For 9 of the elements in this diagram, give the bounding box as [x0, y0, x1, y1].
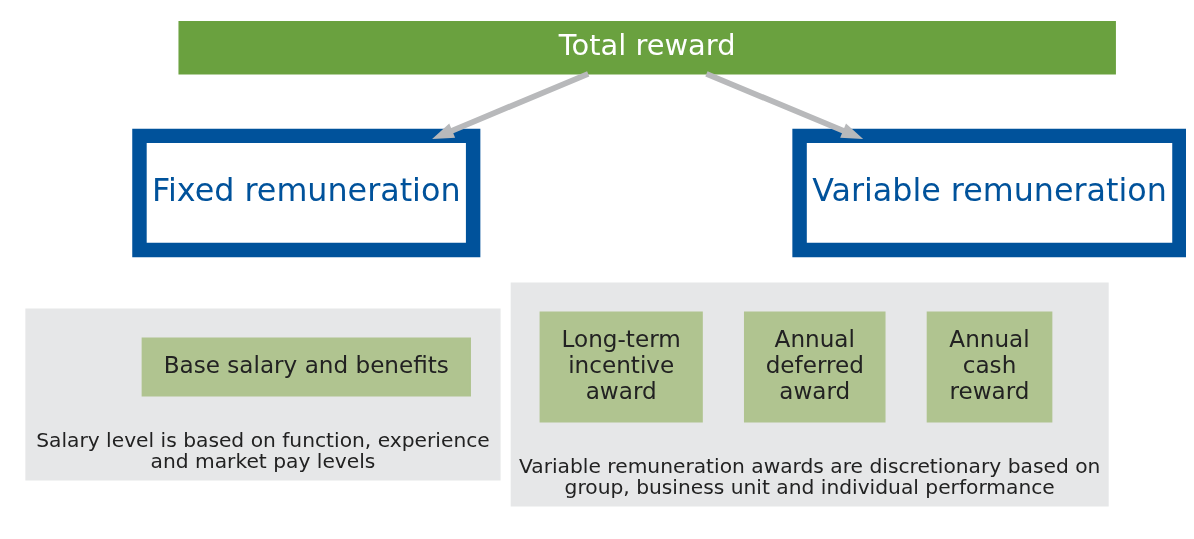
node-box: Annual deferred award: [743, 311, 886, 423]
arrow: [705, 71, 864, 139]
node-box: Long-term incentive award: [539, 311, 703, 423]
node-box: Annual cash reward: [926, 311, 1053, 423]
node-box: Fixed remuneration: [132, 128, 481, 258]
node-box: Variable remuneration: [792, 128, 1186, 258]
arrow: [432, 71, 590, 139]
node-box: Total reward: [178, 21, 1116, 75]
node-box: Base salary and benefits: [141, 337, 471, 397]
